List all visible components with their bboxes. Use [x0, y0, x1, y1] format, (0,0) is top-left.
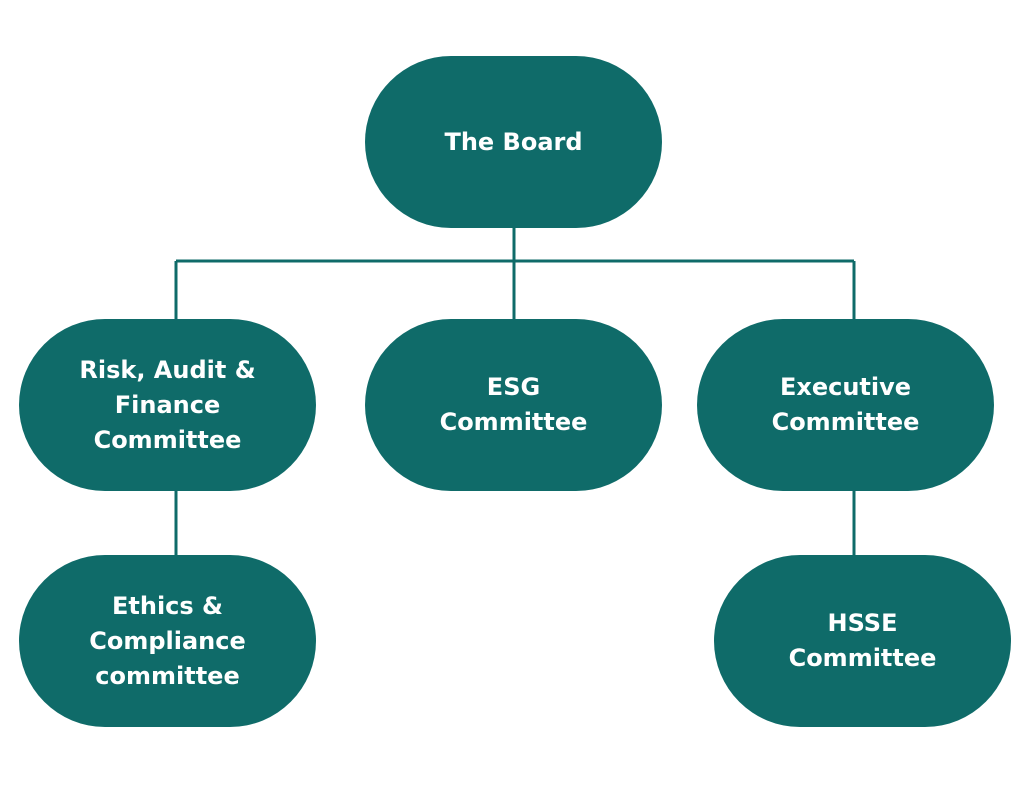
node-the-board: The Board: [365, 56, 662, 228]
